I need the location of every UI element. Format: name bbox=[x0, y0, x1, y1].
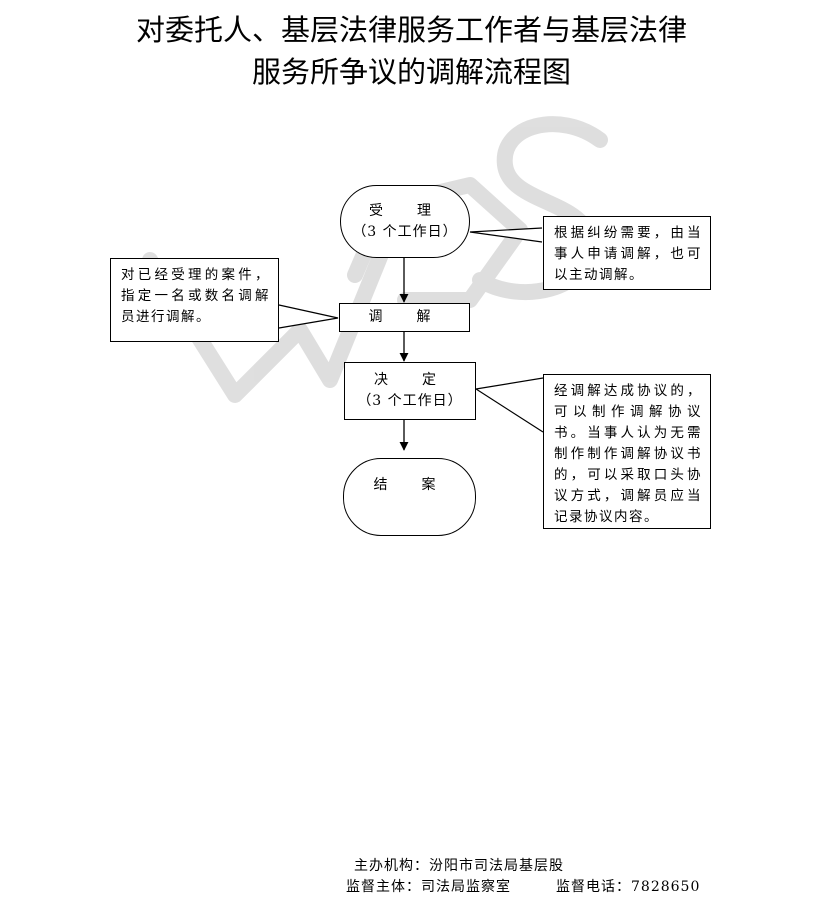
node-decide-duration: （3 个工作日） bbox=[357, 393, 463, 409]
node-mediate: 调 解 bbox=[339, 303, 470, 332]
callout-decide-note bbox=[474, 377, 544, 433]
callout-accept-note bbox=[469, 227, 543, 243]
node-mediate-label: 调 解 bbox=[368, 309, 441, 325]
note-accept: 根据纠纷需要，由当事人申请调解，也可以主动调解。 bbox=[543, 216, 711, 290]
footer-organizer: 主办机构：汾阳市司法局基层股 bbox=[354, 858, 564, 874]
node-decide-label: 决 定 bbox=[374, 372, 446, 388]
callout-mediate-note bbox=[278, 304, 339, 329]
footer-supervisor: 监督主体：司法局监察室 bbox=[346, 879, 511, 895]
footer-phone: 监督电话：7828650 bbox=[556, 879, 701, 895]
node-accept: 受 理 （3 个工作日） bbox=[340, 185, 470, 258]
note-mediate: 对已经受理的案件，指定一名或数名调解员进行调解。 bbox=[110, 258, 279, 342]
node-accept-label: 受 理 bbox=[369, 202, 441, 219]
page-title-line-1: 对委托人、基层法律服务工作者与基层法律 bbox=[135, 13, 687, 47]
page-title-line-2: 服务所争议的调解流程图 bbox=[251, 55, 571, 89]
node-decide: 决 定 （3 个工作日） bbox=[344, 362, 476, 420]
node-close-label: 结 案 bbox=[373, 477, 446, 493]
note-decide: 经调解达成协议的，可以制作调解协议书。当事人认为无需制作制作调解协议书的，可以采… bbox=[543, 374, 711, 529]
node-accept-duration: （3 个工作日） bbox=[352, 223, 458, 240]
node-close: 结 案 bbox=[343, 458, 476, 536]
